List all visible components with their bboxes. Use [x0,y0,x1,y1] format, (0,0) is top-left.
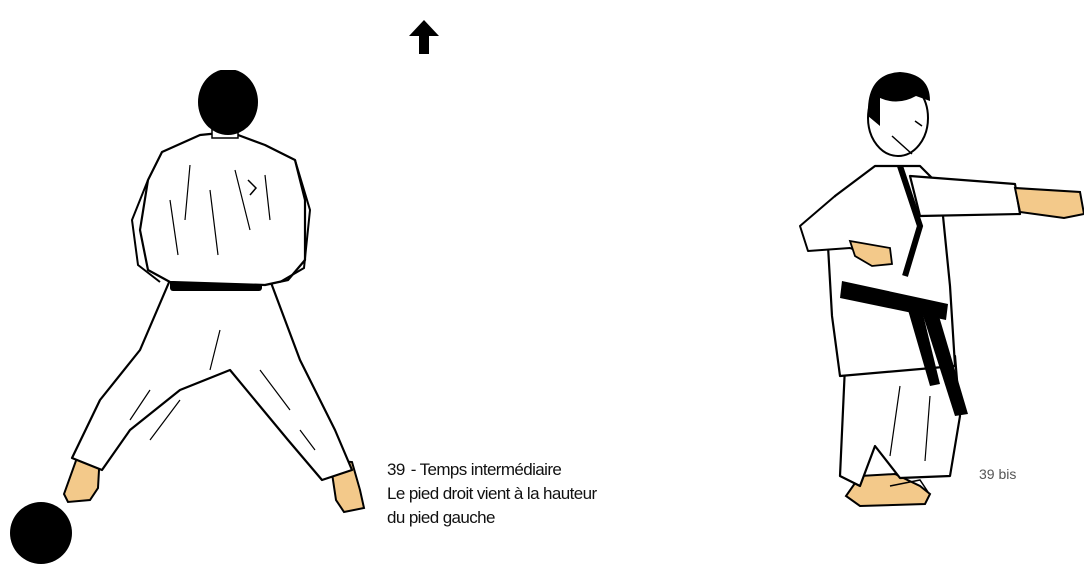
up-arrow-icon [409,20,439,54]
caption-line-3: du pied gauche [387,506,747,530]
step-number: 39 [387,460,405,479]
karateka-punch-side-view-illustration [780,66,1084,536]
black-dot-icon [10,502,72,564]
caption-heading: 39 - Temps intermédiaire [387,458,747,482]
step-caption: 39 - Temps intermédiaire Le pied droit vi… [387,458,747,530]
caption-line-2: Le pied droit vient à la hauteur [387,482,747,506]
step-title: - Temps intermédiaire [411,460,562,479]
step-bis-label: 39 bis [979,466,1016,482]
karateka-back-view-illustration [60,70,380,520]
